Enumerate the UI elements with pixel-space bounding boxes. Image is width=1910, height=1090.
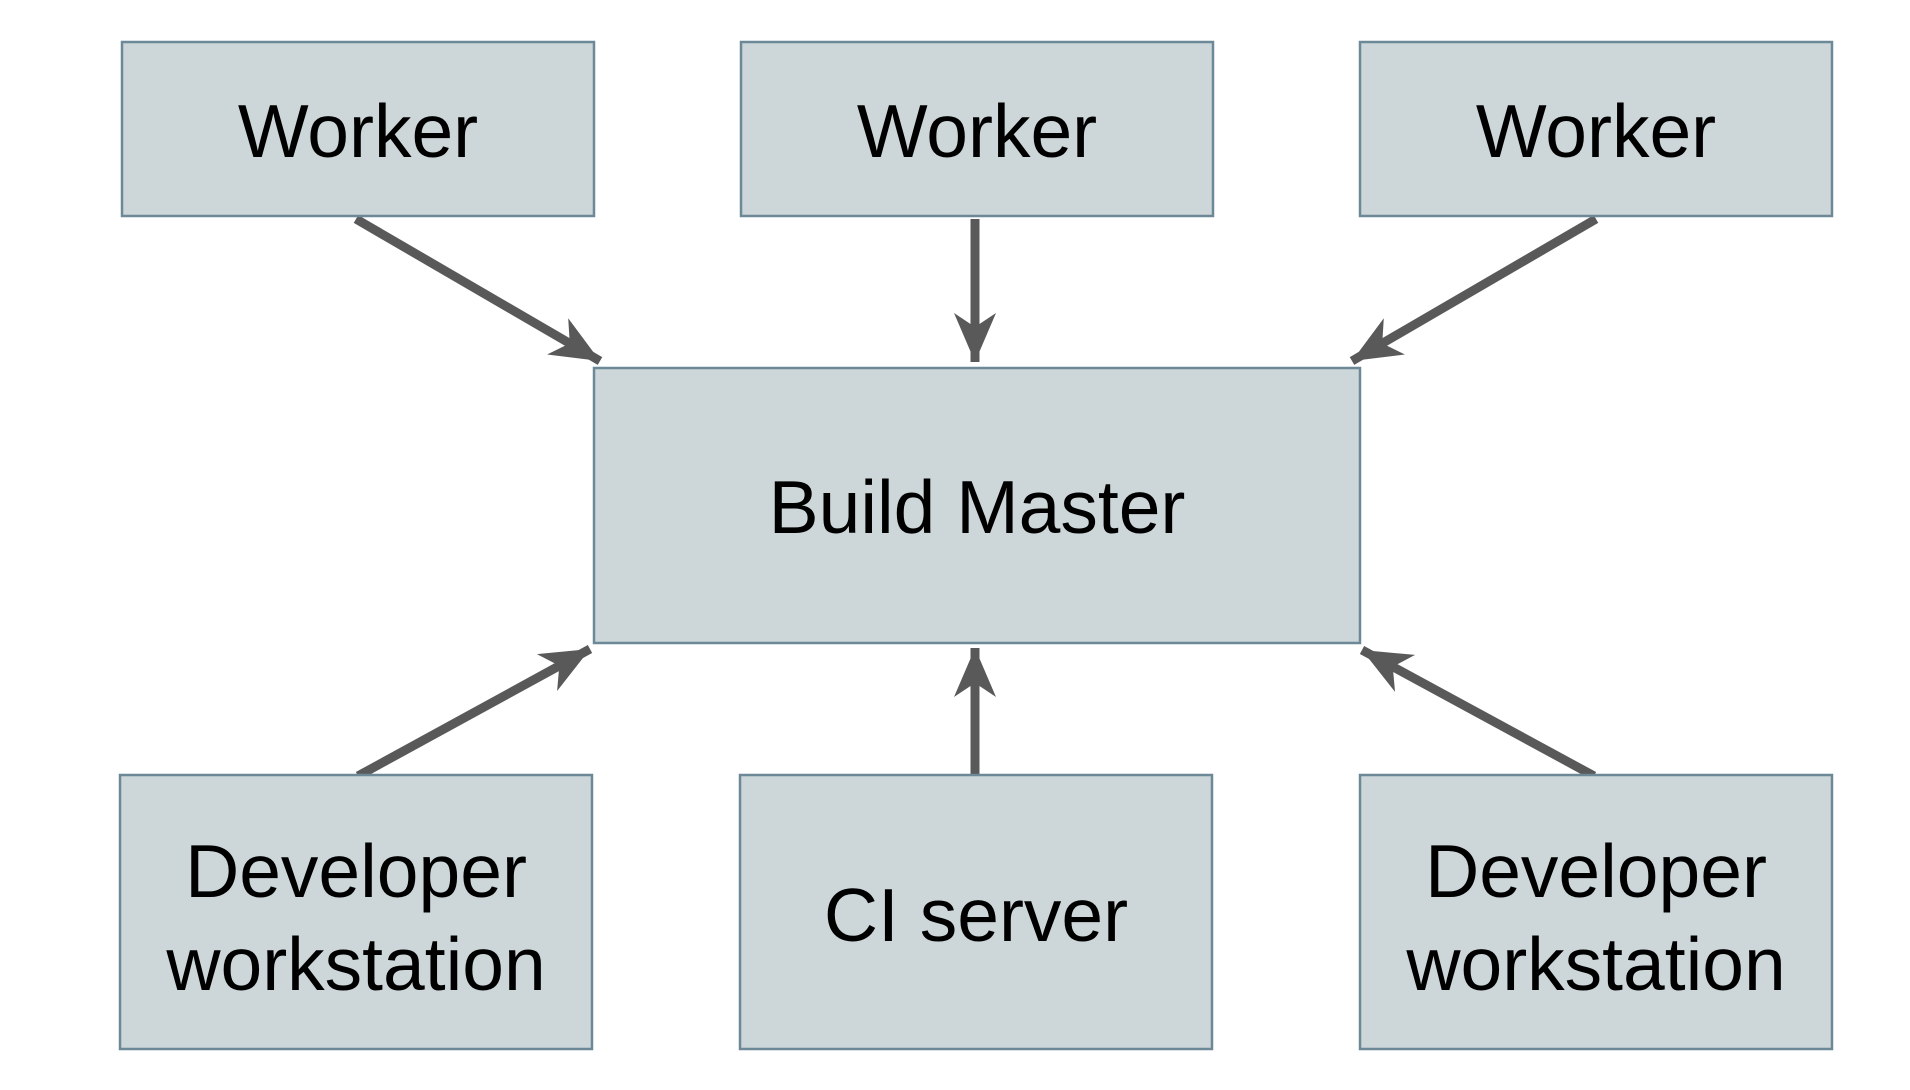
worker-center-label: Worker <box>857 89 1097 173</box>
developer-left-node <box>118 773 594 1051</box>
worker-right-node <box>1358 40 1834 218</box>
build-master-label: Build Master <box>769 465 1186 549</box>
developer-right-label-line1: Developer <box>1425 829 1767 913</box>
developer-right-node <box>1358 773 1834 1051</box>
build-master-node <box>592 366 1362 645</box>
ci-server-node <box>738 773 1214 1051</box>
worker-center-node <box>739 40 1215 218</box>
developer-left-label-line2: workstation <box>165 922 545 1006</box>
ci-server-label: CI server <box>824 873 1128 957</box>
worker-left-label: Worker <box>238 89 478 173</box>
arrow-worker-right-to-build-master <box>1349 215 1599 365</box>
worker-left-node <box>120 40 596 218</box>
arrow-developer-left-to-build-master <box>355 645 593 780</box>
developer-left-label-line1: Developer <box>185 829 527 913</box>
arrow-developer-right-to-build-master <box>1359 646 1597 780</box>
arrow-worker-left-to-build-master <box>353 215 603 365</box>
developer-right-label-line2: workstation <box>1405 922 1785 1006</box>
worker-right-label: Worker <box>1476 89 1716 173</box>
